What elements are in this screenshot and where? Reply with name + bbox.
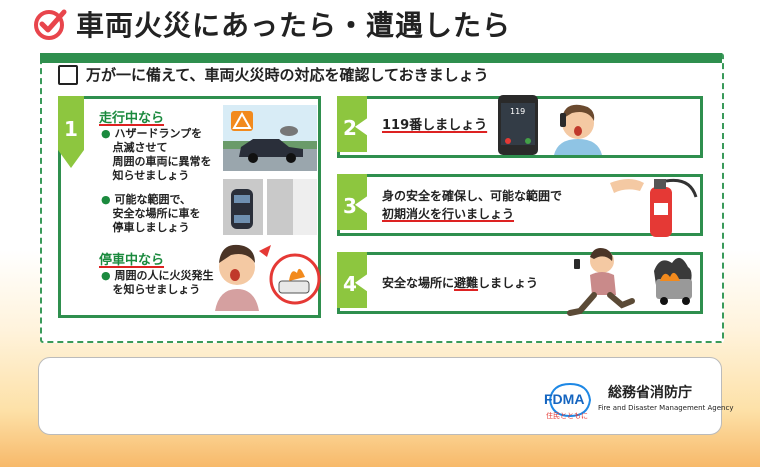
stopped-heading: 停車中なら [99, 253, 165, 268]
evacuating-person-illustration [567, 248, 692, 316]
step-4-panel: 4 安全な場所に避難しましょう [337, 248, 703, 316]
step-number: 2 [343, 116, 357, 140]
svg-text:FDMA: FDMA [544, 391, 584, 407]
phone-display: 119 [510, 107, 526, 116]
step-number: 3 [343, 194, 357, 218]
parked-car-illustration [223, 179, 317, 235]
footer-box [38, 357, 722, 435]
stopped-item-1: ● 周囲の人に火災発生 を知らせましょう [101, 269, 214, 296]
top-strip [40, 53, 722, 63]
caller-person-illustration [554, 104, 602, 155]
step-3-text: 身の安全を確保し、可能な範囲で 初期消火を行いましょう [382, 189, 563, 221]
fdma-logo: FDMA 住民とともに [540, 382, 600, 426]
title-bar: 車両火災にあったら・遭遇したら [32, 4, 511, 44]
step-1-panel: 1 走行中なら ● ハザードランプを 点滅させて 周囲の車両に異常を 知らせまし… [58, 96, 321, 318]
shouting-person-illustration [215, 244, 321, 311]
step-2-panel: 2 119番しましょう 119 [337, 95, 703, 158]
driving-item-2: ● 可能な範囲で、 安全な場所に車を 停車しましょう [101, 193, 201, 234]
fire-extinguisher-illustration [610, 178, 698, 237]
subtitle-row: 万が一に備えて、車両火災時の対応を確認しておきましょう [58, 64, 489, 85]
agency-name-en: Fire and Disaster Management Agency [598, 404, 734, 412]
hazard-car-illustration [223, 105, 317, 171]
step-number: 4 [343, 272, 357, 296]
svg-text:住民とともに: 住民とともに [546, 411, 588, 420]
checkbox[interactable] [58, 64, 78, 85]
page-title: 車両火災にあったら・遭遇したら [76, 9, 512, 42]
check-circle-icon [34, 9, 67, 40]
driving-item-1: ● ハザードランプを 点滅させて 周囲の車両に異常を 知らせましょう [101, 127, 212, 182]
agency-name-jp: 総務省消防庁 [608, 385, 692, 401]
driving-heading: 走行中なら [99, 111, 165, 126]
step-number: 1 [64, 117, 78, 141]
step-4-text: 安全な場所に避難しましょう [382, 276, 539, 290]
smartphone-icon [498, 95, 538, 155]
step-2-text: 119番しましょう [382, 118, 488, 133]
step-3-panel: 3 身の安全を確保し、可能な範囲で 初期消火を行いましょう [337, 174, 703, 237]
fdma-logo-icon: FDMA 住民とともに [544, 382, 592, 420]
subtitle: 万が一に備えて、車両火災時の対応を確認しておきましょう [86, 66, 489, 84]
